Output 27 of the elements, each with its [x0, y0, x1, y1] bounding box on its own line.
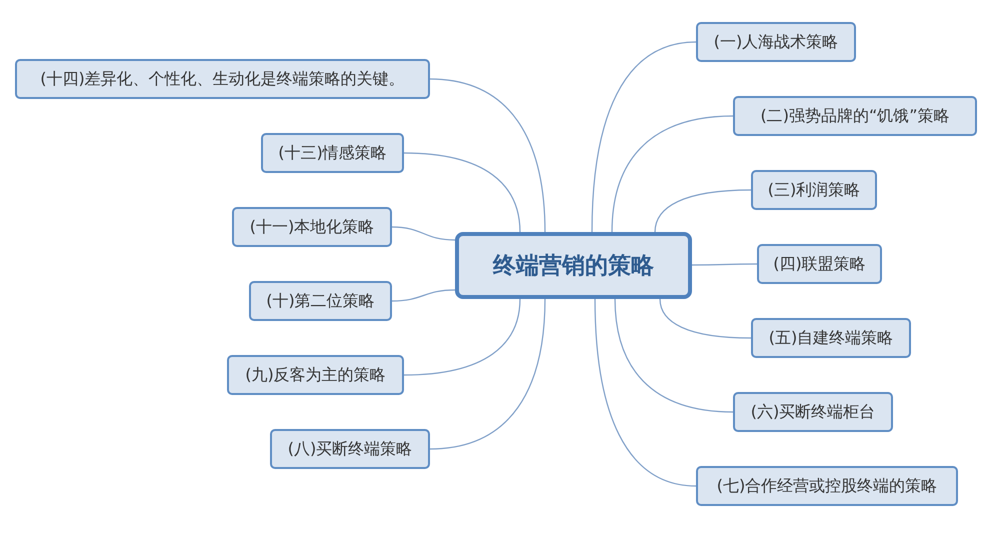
topic-box: (四)联盟策略 [757, 244, 882, 284]
topic-box: (十三)情感策略 [261, 133, 404, 173]
central-topic-box: 终端营销的策略 [455, 232, 692, 299]
topic-box: (三)利润策略 [751, 170, 877, 210]
connector-line [404, 298, 521, 376]
connector-line [614, 298, 734, 413]
connector-line [392, 226, 456, 241]
connector-line [430, 78, 546, 232]
connector-line [392, 289, 456, 302]
topic-box: (二)强势品牌的“饥饿”策略 [733, 96, 977, 136]
topic-box: (十四)差异化、个性化、生动化是终端策略的关键。 [15, 59, 430, 99]
topic-box: (九)反客为主的策略 [227, 355, 404, 395]
topic-box: (一)人海战术策略 [696, 22, 856, 62]
connector-line [591, 41, 696, 232]
topic-box: (五)自建终端策略 [751, 318, 911, 358]
connector-line [594, 298, 696, 487]
connector-line [659, 298, 752, 339]
topic-box: (十一)本地化策略 [232, 207, 392, 247]
topic-box: (六)买断终端柜台 [733, 392, 893, 432]
connector-line [611, 115, 734, 232]
connector-line [404, 152, 521, 232]
topic-box: (七)合作经营或控股终端的策略 [696, 466, 958, 506]
connector-line [692, 263, 757, 266]
topic-box: (八)买断终端策略 [270, 429, 430, 469]
connector-line [654, 189, 752, 232]
connector-line [430, 298, 546, 450]
topic-box: (十)第二位策略 [249, 281, 392, 321]
